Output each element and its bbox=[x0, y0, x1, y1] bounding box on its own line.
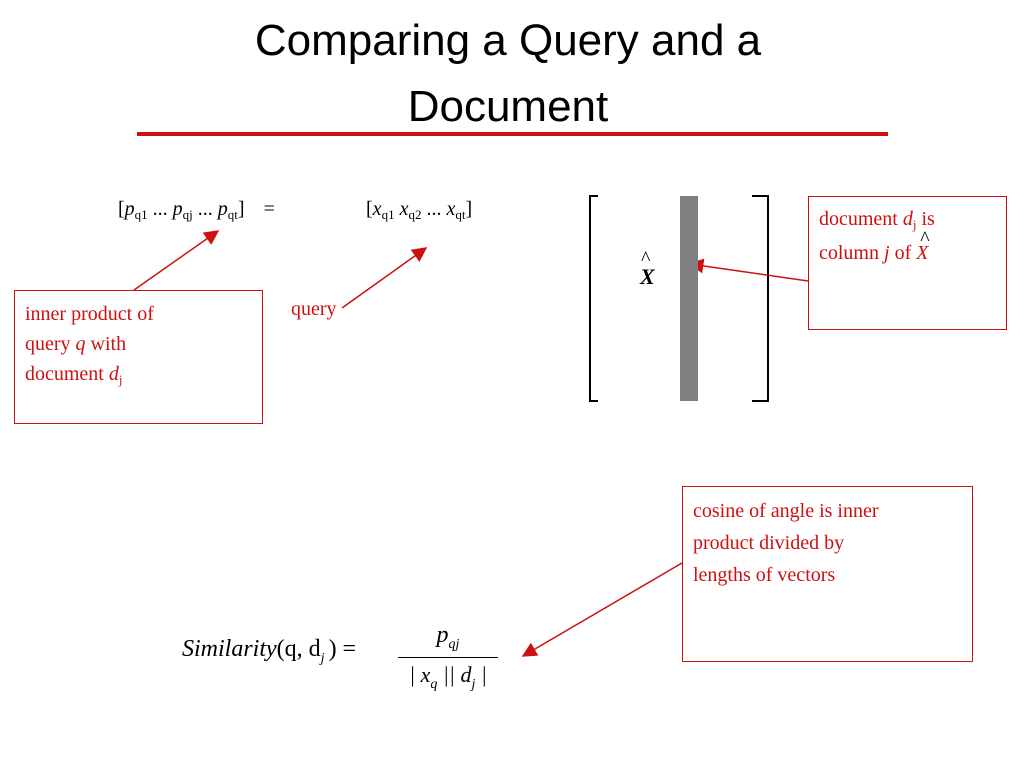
text-run: j bbox=[912, 217, 917, 232]
formula-args-close: ) = bbox=[328, 636, 357, 662]
similarity-fraction: pqj | xq || dj | bbox=[398, 622, 498, 693]
document-column-callout: document dj is column j of ^X bbox=[808, 196, 1007, 330]
query-label: query bbox=[291, 298, 337, 320]
text-run: q bbox=[430, 677, 438, 692]
title-underline bbox=[137, 132, 888, 136]
ellipsis: ... bbox=[147, 198, 173, 220]
matrix-bracket-left bbox=[589, 195, 598, 402]
callout-line: product divided by bbox=[693, 532, 845, 554]
formula-name: Similarity bbox=[182, 636, 277, 662]
fraction-bar bbox=[398, 657, 498, 658]
text-run: d bbox=[902, 208, 913, 230]
x-hat-inline: ^X bbox=[916, 228, 929, 267]
p-sub: q1 bbox=[134, 207, 148, 222]
text-run: d bbox=[108, 363, 119, 385]
callout-line: lengths of vectors bbox=[693, 564, 836, 586]
bracket-close: ] bbox=[465, 198, 473, 220]
column-arrow bbox=[688, 258, 809, 282]
query-arrow bbox=[341, 247, 428, 309]
text-run: with bbox=[85, 333, 127, 355]
inner-product-callout: inner product of query q with document d… bbox=[14, 290, 263, 424]
callout-line: inner product of bbox=[25, 303, 154, 325]
formula-sub: j bbox=[320, 651, 325, 666]
ellipsis: ... bbox=[421, 198, 447, 220]
text-run: query bbox=[25, 333, 76, 355]
cosine-callout: cosine of angle is inner product divided… bbox=[682, 486, 973, 662]
text-run: q bbox=[75, 333, 86, 355]
slide-title: Comparing a Query and a Document bbox=[0, 8, 1016, 140]
x-sub: qt bbox=[455, 207, 466, 222]
text-run: is bbox=[916, 208, 935, 230]
matrix-label: ^ X bbox=[640, 248, 655, 290]
callout-line: document dj bbox=[25, 359, 252, 395]
matrix-symbol: X bbox=[640, 264, 655, 289]
text-run: j bbox=[118, 372, 123, 387]
fraction-denominator: | xq || dj | bbox=[398, 662, 498, 693]
bracket-open: [ bbox=[366, 198, 373, 220]
text-run: j bbox=[884, 242, 890, 264]
similarity-formula: Similarity(q, dj) = bbox=[182, 636, 356, 667]
p-term: p bbox=[124, 198, 135, 220]
text-run: | x bbox=[409, 662, 431, 687]
title-line-1: Comparing a Query and a bbox=[254, 16, 762, 65]
callout-line: query q with bbox=[25, 329, 252, 359]
document-column bbox=[680, 196, 698, 401]
title-line-2: Document bbox=[407, 82, 609, 131]
query-vector: [xq1 xq2 ... xqt] bbox=[366, 198, 472, 223]
hat-accent: ^ bbox=[641, 248, 651, 270]
text-run: p bbox=[436, 622, 449, 648]
x-term: x bbox=[446, 198, 456, 220]
text-run: document bbox=[819, 208, 903, 230]
x-term: x bbox=[399, 198, 409, 220]
text-run: X bbox=[916, 242, 929, 264]
text-run: | bbox=[475, 662, 487, 687]
text-run: || d bbox=[437, 662, 472, 687]
inner-product-equation: [pq1 ... pqj ... pqt] = bbox=[118, 198, 275, 223]
fraction-numerator: pqj bbox=[398, 622, 498, 653]
p-term: p bbox=[217, 198, 228, 220]
p-term: p bbox=[172, 198, 183, 220]
text-run: document bbox=[25, 363, 109, 385]
callout-line: cosine of angle is inner bbox=[693, 500, 879, 522]
callout-line: column j of ^X bbox=[819, 228, 996, 267]
formula-args: (q, d bbox=[276, 636, 321, 662]
x-sub: q2 bbox=[408, 207, 422, 222]
text-run: column bbox=[819, 242, 884, 264]
callout-line: document dj is bbox=[819, 205, 996, 239]
bracket-open: [ bbox=[118, 198, 125, 220]
p-sub: qj bbox=[182, 207, 193, 222]
text-run: of bbox=[889, 242, 917, 264]
cosine-arrow bbox=[521, 562, 683, 657]
hat-accent: ^ bbox=[920, 228, 930, 250]
p-sub: qt bbox=[227, 207, 238, 222]
matrix-bracket-right bbox=[752, 195, 769, 402]
x-term: x bbox=[372, 198, 382, 220]
text-run: qj bbox=[448, 637, 460, 652]
equals-sign: = bbox=[263, 198, 275, 220]
inner-product-arrow bbox=[133, 230, 220, 291]
ellipsis: ... bbox=[192, 198, 218, 220]
x-sub: q1 bbox=[381, 207, 395, 222]
bracket-close: ] bbox=[237, 198, 245, 220]
text-run: j bbox=[471, 677, 476, 692]
